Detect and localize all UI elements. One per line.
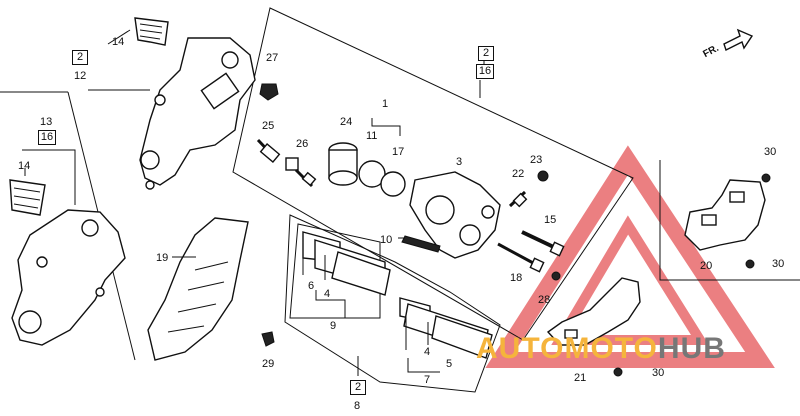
label-11: 11 bbox=[366, 130, 378, 142]
disc-cover-19 bbox=[147, 217, 249, 361]
ref-box-16-left: 16 bbox=[38, 130, 56, 145]
pad-spring-14-top bbox=[134, 17, 169, 46]
label-4-lower: 4 bbox=[424, 346, 431, 358]
label-1: 1 bbox=[382, 98, 389, 110]
leader-13 bbox=[22, 149, 76, 205]
label-30-top: 30 bbox=[764, 146, 777, 158]
watermark-automoto: AUTOMOTO bbox=[476, 332, 658, 365]
shim-10 bbox=[401, 235, 441, 253]
seal-11 bbox=[358, 160, 386, 188]
label-24: 24 bbox=[340, 116, 353, 128]
label-14: 14 bbox=[112, 36, 125, 48]
label-5: 5 bbox=[446, 358, 453, 370]
leader-14-top bbox=[107, 29, 131, 45]
brake-pad-set-upper bbox=[302, 231, 391, 296]
label-15: 15 bbox=[544, 214, 557, 226]
pad-set-9-frame bbox=[289, 223, 381, 319]
boot-17 bbox=[380, 171, 406, 197]
pin-bolt-15 bbox=[521, 230, 565, 257]
pin-26 bbox=[285, 157, 317, 188]
label-4-upper: 4 bbox=[324, 288, 331, 300]
caliper-bracket-12 bbox=[139, 37, 256, 190]
bleeder-cap-27 bbox=[259, 83, 279, 101]
caliper-bracket-13 bbox=[11, 209, 126, 346]
label-13: 13 bbox=[40, 116, 53, 128]
label-8: 8 bbox=[354, 400, 361, 412]
label-21: 21 bbox=[574, 372, 587, 384]
label-26: 26 bbox=[296, 138, 309, 150]
ref-box-2-bottom: 2 bbox=[350, 380, 366, 395]
label-25: 25 bbox=[262, 120, 275, 132]
ref-box-2-top: 2 bbox=[72, 50, 88, 65]
cap-23 bbox=[537, 170, 549, 182]
label-17: 17 bbox=[392, 146, 405, 158]
caliper-body-3 bbox=[409, 171, 501, 259]
label-9: 9 bbox=[330, 320, 337, 332]
label-23: 23 bbox=[530, 154, 543, 166]
label-19: 19 bbox=[156, 252, 169, 264]
right-group-frame bbox=[659, 160, 800, 281]
caliper-guard-20 bbox=[684, 179, 766, 251]
caliper-guard-21 bbox=[546, 277, 641, 346]
label-22: 22 bbox=[512, 168, 525, 180]
pin-bolt-18 bbox=[497, 242, 545, 273]
label-18: 18 bbox=[510, 272, 523, 284]
ref-box-2-right: 2 bbox=[478, 46, 494, 61]
front-direction-arrow-icon bbox=[723, 28, 754, 51]
label-30-bottom: 30 bbox=[652, 367, 665, 379]
leader-7 bbox=[407, 358, 440, 373]
label-29: 29 bbox=[262, 358, 275, 370]
label-3: 3 bbox=[456, 156, 463, 168]
label-7: 7 bbox=[424, 374, 431, 386]
pad-spring-14-left bbox=[9, 179, 46, 216]
label-6: 6 bbox=[308, 280, 315, 292]
caliper-group-frame bbox=[232, 7, 634, 341]
label-27: 27 bbox=[266, 52, 279, 64]
bolt-30-a bbox=[761, 173, 771, 183]
bolt-30-c bbox=[613, 367, 623, 377]
ref-box-16-right: 16 bbox=[476, 64, 494, 79]
bolt-30-b bbox=[745, 259, 755, 269]
warning-triangle-watermark bbox=[485, 145, 775, 368]
label-10: 10 bbox=[380, 234, 393, 246]
pad-kit-frame bbox=[284, 214, 501, 393]
bleeder-screw-22 bbox=[508, 190, 528, 208]
watermark-hub: HUB bbox=[657, 332, 726, 365]
label-28: 28 bbox=[538, 294, 551, 306]
brake-pad-set-lower bbox=[399, 297, 493, 359]
bolt-25 bbox=[256, 138, 281, 163]
leader-9 bbox=[315, 290, 346, 318]
piston-24 bbox=[328, 142, 358, 186]
leader-1 bbox=[371, 118, 401, 136]
watermark-logo: AUTOMOTOHUB bbox=[476, 332, 726, 366]
label-30-right: 30 bbox=[772, 258, 785, 270]
plug-28 bbox=[551, 271, 561, 281]
label-14-left: 14 bbox=[18, 160, 31, 172]
screw-29 bbox=[261, 331, 275, 347]
label-20: 20 bbox=[700, 260, 713, 272]
label-12: 12 bbox=[74, 70, 87, 82]
